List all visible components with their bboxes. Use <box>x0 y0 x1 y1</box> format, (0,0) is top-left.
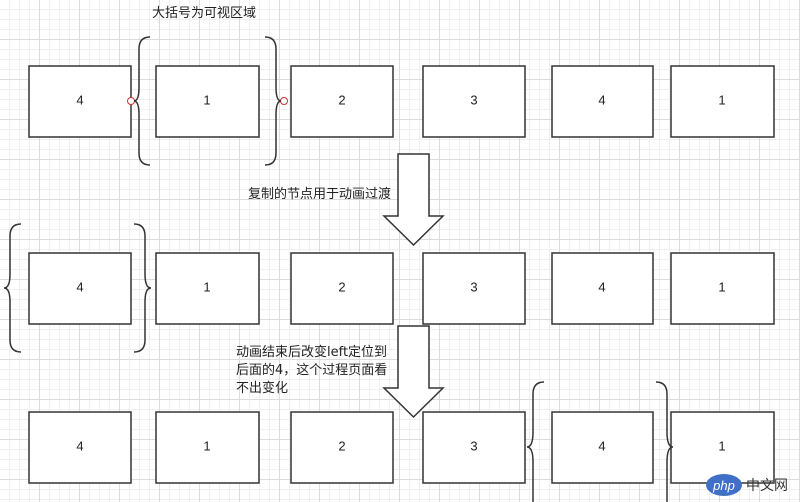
row3-box-1 <box>28 411 132 484</box>
visible-area-note: 大括号为可视区域 <box>152 6 256 21</box>
watermark-text: 中文网 <box>746 478 788 494</box>
row2-left-brace <box>3 223 22 353</box>
row-2: 4 1 2 3 4 1 <box>3 223 775 353</box>
down-arrow-2 <box>382 325 445 419</box>
row1-box-1 <box>28 65 132 138</box>
row3-left-brace <box>526 381 545 502</box>
row-1: 4 1 2 3 4 1 <box>28 36 775 166</box>
row3-box-3-label: 2 <box>338 438 345 453</box>
row2-box-4 <box>422 252 526 325</box>
php-logo: php <box>706 474 742 496</box>
row2-right-brace <box>133 223 152 353</box>
row2-box-6-label: 1 <box>718 279 725 294</box>
row1-box-5-label: 4 <box>598 92 605 107</box>
row1-box-3-label: 2 <box>338 92 345 107</box>
reposition-note-line-3: 不出变化 <box>236 380 288 396</box>
row1-connector-dot-left <box>127 97 135 105</box>
site-watermark: php 中文网 <box>706 472 798 498</box>
row3-box-6-label: 1 <box>718 438 725 453</box>
row2-box-5-label: 4 <box>598 279 605 294</box>
clone-note: 复制的节点用于动画过渡 <box>248 186 391 202</box>
row2-box-1 <box>28 252 132 325</box>
row1-box-2 <box>155 65 260 138</box>
row2-box-6 <box>670 252 775 325</box>
row1-box-6-label: 1 <box>718 92 725 107</box>
row3-box-5 <box>551 411 654 484</box>
reposition-note-line-2: 后面的4，这个过程页面看 <box>236 362 387 378</box>
row1-box-3 <box>290 65 394 138</box>
row1-box-4 <box>422 65 526 138</box>
row3-box-6 <box>670 411 775 484</box>
down-arrow-1 <box>382 153 445 247</box>
reposition-note-line-1: 动画结束后改变left定位到 <box>236 344 387 360</box>
row2-box-5 <box>551 252 654 325</box>
row2-box-2-label: 1 <box>203 279 210 294</box>
row-3: 4 1 2 3 4 1 <box>28 381 775 502</box>
row3-box-4-label: 3 <box>470 438 477 453</box>
row1-box-5 <box>551 65 654 138</box>
row3-box-3 <box>290 411 394 484</box>
row3-box-4 <box>422 411 526 484</box>
row1-box-4-label: 3 <box>470 92 477 107</box>
row3-right-brace <box>655 381 674 502</box>
row1-right-brace <box>264 36 282 166</box>
row2-box-3-label: 2 <box>338 279 345 294</box>
row3-box-2 <box>155 411 260 484</box>
row3-box-1-label: 4 <box>76 438 83 453</box>
row2-box-2 <box>155 252 260 325</box>
row1-box-6 <box>670 65 775 138</box>
row1-left-brace <box>133 36 151 166</box>
row2-box-3 <box>290 252 394 325</box>
row2-box-1-label: 4 <box>76 279 83 294</box>
row3-box-2-label: 1 <box>203 438 210 453</box>
row1-box-1-label: 4 <box>76 92 83 107</box>
row1-box-2-label: 1 <box>203 92 210 107</box>
row2-box-4-label: 3 <box>470 279 477 294</box>
row1-connector-dot-right <box>280 97 288 105</box>
row3-box-5-label: 4 <box>598 438 605 453</box>
